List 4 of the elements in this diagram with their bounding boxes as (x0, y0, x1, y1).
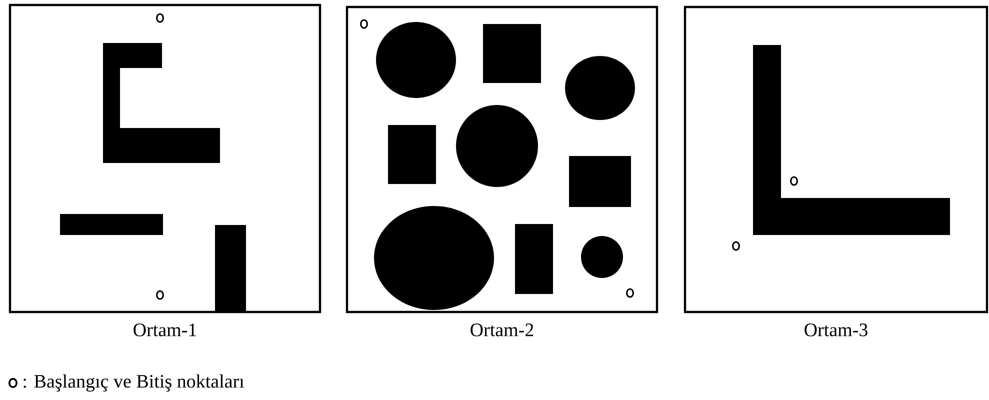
panel-caption: Ortam-1 (134, 324, 196, 336)
legend-text: : Başlangıç ve Bitiş noktaları (24, 374, 244, 392)
panel-caption: Ortam-3 (804, 324, 868, 336)
panel-caption: Ortam-2 (470, 324, 534, 336)
